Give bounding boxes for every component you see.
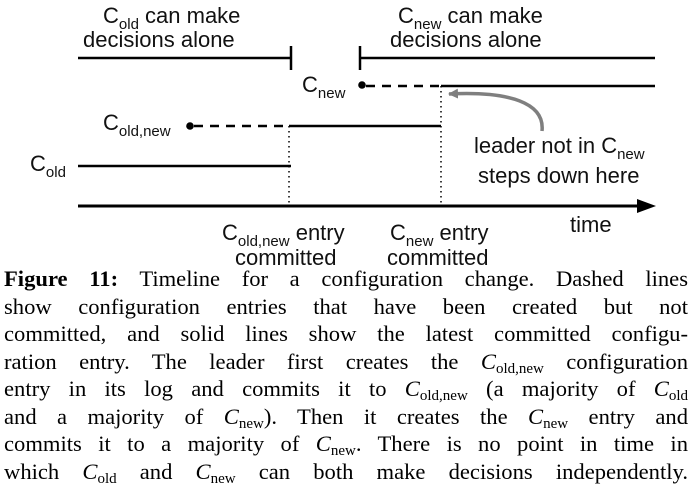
cold-decisions-label-line1: Cold can make (103, 3, 240, 33)
configuration-change-timeline: Cold can make decisions alone Cnew can m… (30, 3, 656, 268)
time-label: time (570, 212, 612, 237)
coldnew-commit-label-line2: committed (235, 245, 336, 268)
annotation-line1: leader not in Cnew (474, 133, 645, 163)
caption-line-2: show configuration entries that have bee… (4, 293, 688, 319)
caption-line-7: commits it to a majority of Cnew. There … (4, 431, 688, 459)
caption-line-3: committed, and solid lines show the late… (4, 321, 688, 346)
caption-line-6: and a majority of Cnew). Then it creates… (4, 403, 689, 432)
cnew-commit-label-line2: committed (387, 245, 488, 268)
figure-caption: Figure 11: Timeline for a configuration … (4, 265, 689, 487)
cnew-decisions-label-line1: Cnew can make (398, 3, 543, 33)
cnew-decisions-label-line2: decisions alone (390, 27, 542, 52)
caption-line-1: Figure 11: Timeline for a configuration … (4, 266, 688, 291)
cold-row-label: Cold (30, 151, 66, 181)
annotation-line2: steps down here (478, 163, 639, 188)
cnew-commit-label-line1: Cnew entry (390, 220, 488, 250)
coldnew-entry-created-dot (186, 122, 194, 130)
cnew-entry-created-dot (358, 81, 366, 89)
cnew-row-label: Cnew (302, 72, 346, 102)
coldnew-commit-label-line1: Cold,new entry (222, 220, 345, 250)
figure-label: Figure 11: (4, 266, 119, 291)
time-axis-arrowhead (637, 199, 656, 213)
caption-line-8: which Cold and Cnew can both make decisi… (4, 458, 688, 487)
caption-line-4: ration entry. The leader first creates t… (4, 348, 688, 377)
cold-decisions-label-line2: decisions alone (83, 27, 235, 52)
caption-line-5: entry in its log and commits it to Cold,… (4, 376, 688, 404)
annotation-arrow (448, 88, 544, 132)
coldnew-row-label: Cold,new (103, 110, 171, 140)
